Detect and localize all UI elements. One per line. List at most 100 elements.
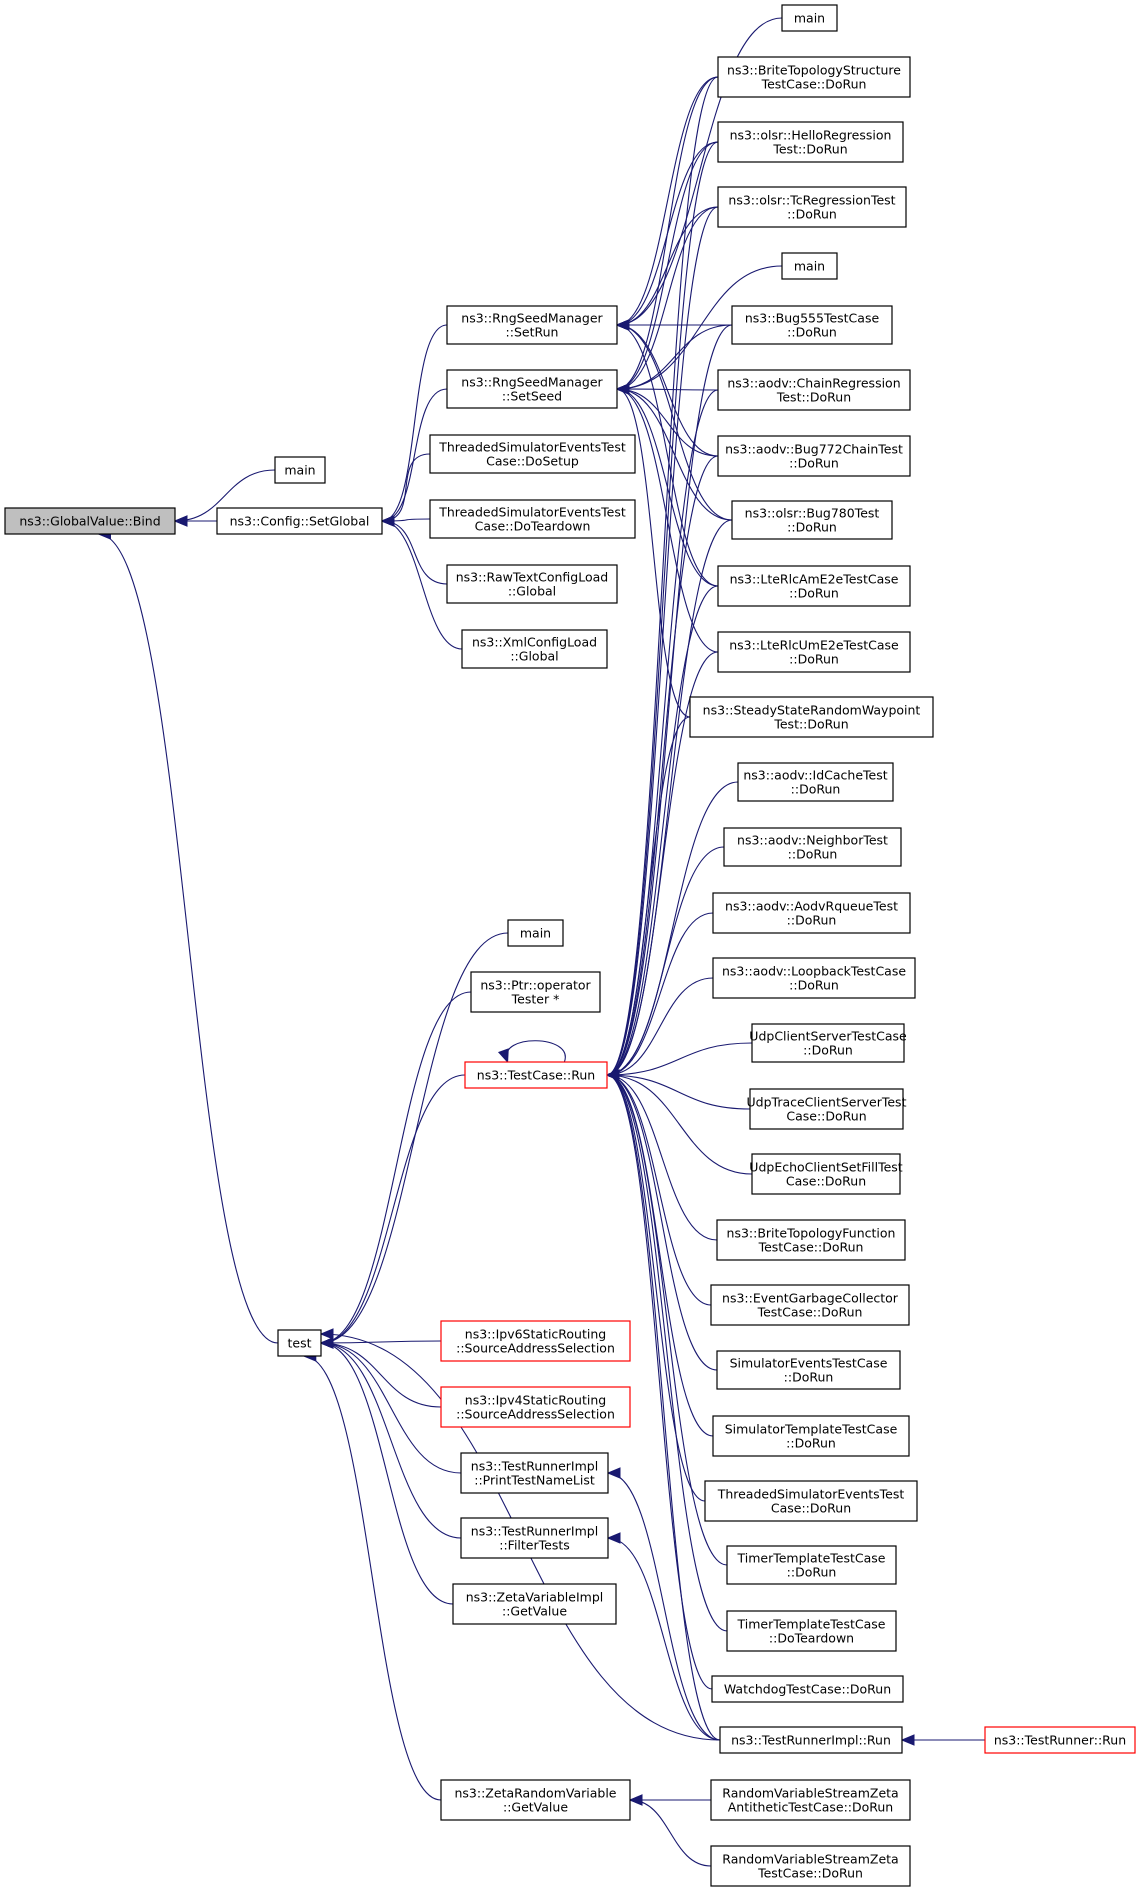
node-box (716, 1350, 901, 1390)
node-label: ::DoRun (789, 586, 839, 601)
node-box (984, 1726, 1136, 1754)
node-label: ns3::TestCase::Run (477, 1068, 595, 1083)
arrowhead (605, 1069, 620, 1081)
node-label: UdpTraceClientServerTest (747, 1095, 907, 1110)
node-bug555[interactable]: ns3::Bug555TestCase::DoRun (731, 305, 893, 345)
node-label: SimulatorEventsTestCase (730, 1356, 888, 1371)
node-setrun[interactable]: ns3::RngSeedManager::SetRun (446, 305, 618, 345)
node-tset-teardown[interactable]: ThreadedSimulatorEventsTestCase::DoTeard… (429, 499, 636, 539)
node-test[interactable]: test (277, 1329, 322, 1357)
node-label: RandomVariableStreamZeta (722, 1786, 898, 1801)
node-label: ns3::aodv::NeighborTest (737, 833, 888, 848)
node-zeta-var[interactable]: ns3::ZetaVariableImpl::GetValue (452, 1583, 617, 1625)
node-label: ns3::EventGarbageCollector (722, 1291, 899, 1306)
edge-zeta-var-to-test (319, 1337, 454, 1605)
node-testrunner-run[interactable]: ns3::TestRunner::Run (984, 1726, 1136, 1754)
node-watchdog[interactable]: WatchdogTestCase::DoRun (711, 1675, 904, 1703)
node-udp-cs[interactable]: UdpClientServerTestCase::DoRun (749, 1023, 907, 1063)
node-box (737, 762, 894, 802)
node-label: TestCase::DoRun (761, 77, 867, 92)
node-rawtext[interactable]: ns3::RawTextConfigLoad::Global (446, 564, 618, 604)
edge-trimpl-run-to-filter-tests (606, 1532, 721, 1741)
node-label: ::DoRun (789, 652, 839, 667)
node-main-mid[interactable]: main (781, 252, 838, 280)
node-setglobal[interactable]: ns3::Config::SetGlobal (216, 507, 383, 535)
node-label: ns3::Bug555TestCase (745, 311, 880, 326)
node-main-top[interactable]: main (781, 4, 838, 32)
node-zeta-rand[interactable]: ns3::ZetaRandomVariable::GetValue (440, 1779, 631, 1821)
node-label: ns3::TestRunnerImpl::Run (731, 1733, 891, 1748)
node-box (723, 827, 902, 867)
node-filter-tests[interactable]: ns3::TestRunnerImpl::FilterTests (460, 1517, 609, 1559)
node-label: ::DoRun (787, 913, 837, 928)
node-neighbor[interactable]: ns3::aodv::NeighborTest::DoRun (723, 827, 902, 867)
node-print-names[interactable]: ns3::TestRunnerImpl::PrintTestNameList (460, 1452, 609, 1494)
node-box (781, 252, 838, 280)
node-box (429, 499, 636, 539)
node-box (710, 1284, 910, 1326)
node-label: ::SetRun (506, 325, 559, 340)
node-lte-am[interactable]: ns3::LteRlcAmE2eTestCase::DoRun (717, 565, 911, 607)
node-box (711, 1675, 904, 1703)
node-timer-teardown[interactable]: TimerTemplateTestCase::DoTeardown (726, 1610, 897, 1652)
node-ipv6[interactable]: ns3::Ipv6StaticRouting::SourceAddressSel… (440, 1320, 631, 1362)
node-label: ns3::XmlConfigLoad (472, 635, 597, 650)
node-event-gc[interactable]: ns3::EventGarbageCollectorTestCase::DoRu… (710, 1284, 910, 1326)
node-loopback[interactable]: ns3::aodv::LoopbackTestCase::DoRun (712, 957, 916, 999)
node-label: RandomVariableStreamZeta (722, 1852, 898, 1867)
node-idcache[interactable]: ns3::aodv::IdCacheTest::DoRun (737, 762, 894, 802)
edge-olsr-tc-to-setrun (615, 206, 719, 331)
node-xmlconfig[interactable]: ns3::XmlConfigLoad::Global (461, 629, 608, 669)
node-olsr-tc[interactable]: ns3::olsr::TcRegressionTest::DoRun (717, 186, 907, 228)
node-sim-template[interactable]: SimulatorTemplateTestCase::DoRun (712, 1415, 910, 1457)
edge-test-to-bind (97, 528, 279, 1344)
node-label: ::DoRun (786, 1436, 836, 1451)
node-bind[interactable]: ns3::GlobalValue::Bind (4, 507, 176, 535)
node-box (429, 434, 636, 474)
node-rvs-anti[interactable]: RandomVariableStreamZetaAntitheticTestCa… (710, 1779, 911, 1821)
node-testcase-run[interactable]: ns3::TestCase::Run (464, 1061, 608, 1089)
node-label: ::DoRun (791, 782, 841, 797)
node-brite-struct[interactable]: ns3::BriteTopologyStructureTestCase::DoR… (717, 56, 911, 98)
node-main-low[interactable]: main (507, 919, 564, 947)
node-trimpl-run[interactable]: ns3::TestRunnerImpl::Run (719, 1726, 903, 1754)
edge-testcase-run-to-testcase-run (497, 1040, 566, 1064)
node-label: ns3::RawTextConfigLoad (456, 570, 608, 585)
node-box (726, 1545, 897, 1585)
node-olsr-bug780[interactable]: ns3::olsr::Bug780Test::DoRun (731, 500, 893, 540)
node-label: ::GetValue (503, 1800, 568, 1815)
node-label: ns3::Ipv6StaticRouting (465, 1327, 606, 1342)
node-ipv4[interactable]: ns3::Ipv4StaticRouting::SourceAddressSel… (440, 1386, 631, 1428)
node-brite-func[interactable]: ns3::BriteTopologyFunctionTestCase::DoRu… (716, 1219, 906, 1261)
node-box (731, 500, 893, 540)
node-sim-events[interactable]: SimulatorEventsTestCase::DoRun (716, 1350, 901, 1390)
node-timer-run[interactable]: TimerTemplateTestCase::DoRun (726, 1545, 897, 1585)
node-label: Test::DoRun (772, 142, 847, 157)
node-label: Tester * (511, 992, 560, 1007)
node-label: ns3::olsr::TcRegressionTest (728, 193, 895, 208)
node-setseed[interactable]: ns3::RngSeedManager::SetSeed (446, 369, 618, 409)
node-box (717, 186, 907, 228)
arrowhead (319, 1328, 334, 1340)
node-label: ns3::ZetaRandomVariable (455, 1786, 617, 1801)
node-label: UdpClientServerTestCase (749, 1029, 907, 1044)
node-box (717, 56, 911, 98)
node-box (689, 696, 934, 738)
node-rqueue[interactable]: ns3::aodv::AodvRqueueTest::DoRun (712, 892, 911, 934)
node-label: ::DoRun (788, 847, 838, 862)
node-main-a[interactable]: main (274, 456, 326, 484)
node-box (461, 629, 608, 669)
node-label: AntitheticTestCase::DoRun (728, 1800, 893, 1815)
node-steady[interactable]: ns3::SteadyStateRandomWaypointTest::DoRu… (689, 696, 934, 738)
node-box (446, 369, 618, 409)
node-lte-um[interactable]: ns3::LteRlcUmE2eTestCase::DoRun (717, 631, 911, 673)
node-aodv-bug772[interactable]: ns3::aodv::Bug772ChainTest::DoRun (717, 435, 911, 477)
